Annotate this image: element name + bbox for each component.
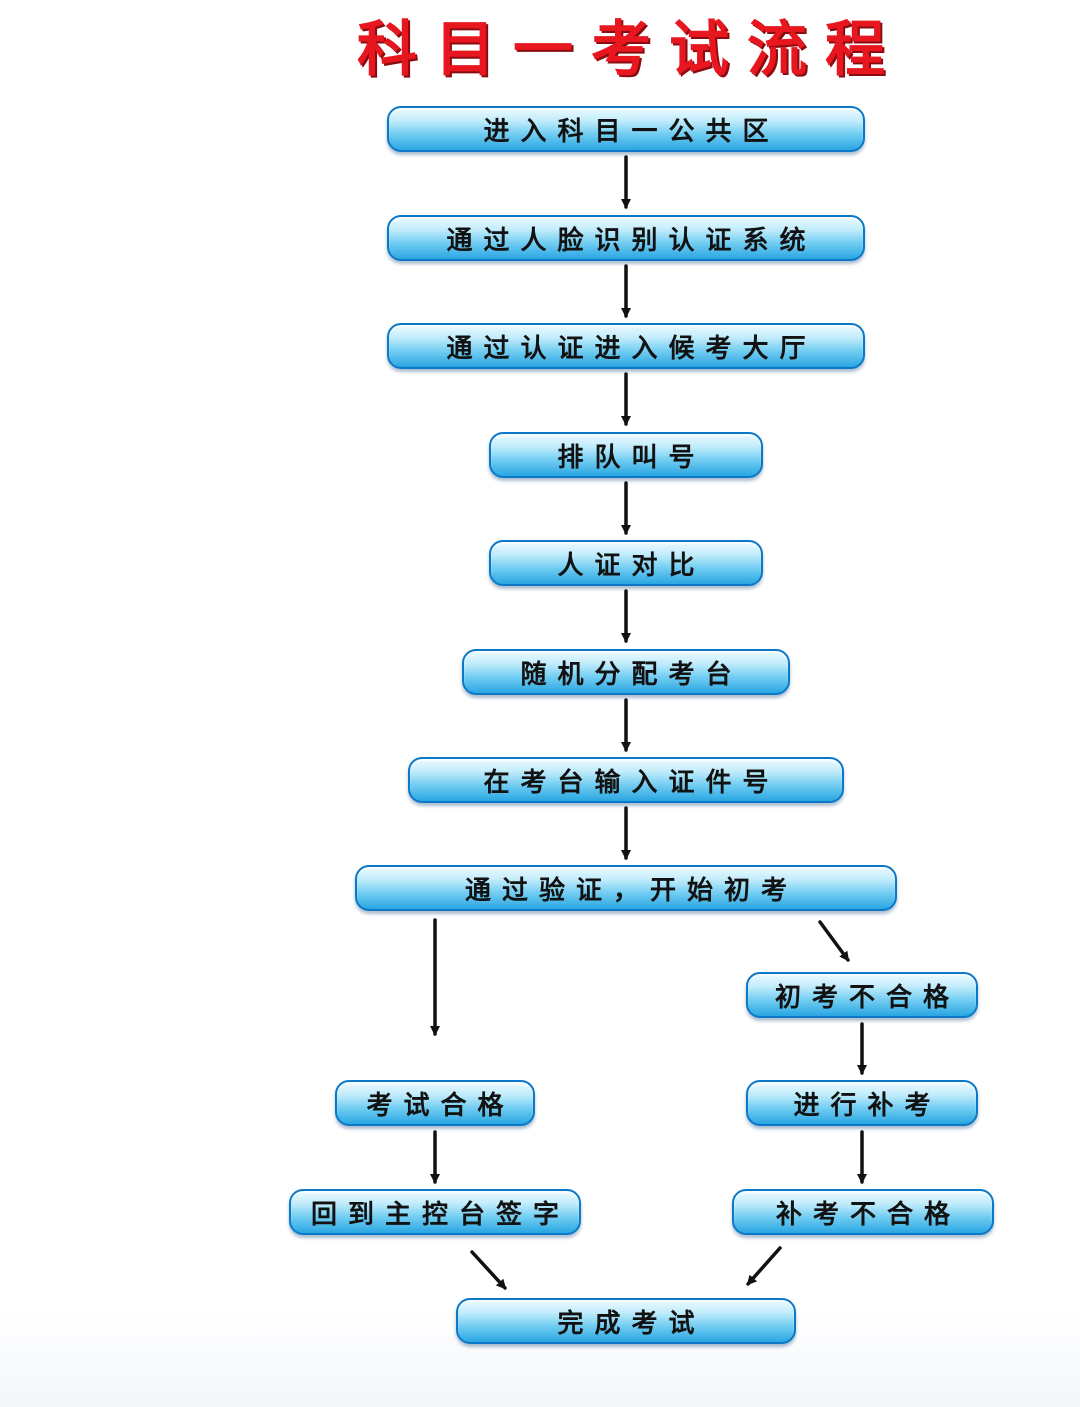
step-enter-id-number: 在考台输入证件号 [408,757,844,803]
step-retake-exam: 进行补考 [746,1080,978,1126]
step-assign-station: 随机分配考台 [462,649,790,695]
step-label: 进入科目一公共区 [483,116,780,147]
arrow-n8-to-n9 [818,920,850,962]
step-exam-passed: 考试合格 [335,1080,535,1126]
flowchart-title: 科目一考试流程 [357,15,903,85]
step-face-recognition: 通过人脸识别认证系统 [387,215,865,261]
arrow-n12-to-n14 [470,1250,507,1290]
step-label: 人证对比 [557,550,706,581]
step-label: 考试合格 [366,1090,515,1121]
step-label: 回到主控台签字 [310,1199,570,1230]
step-retake-failed: 补考不合格 [732,1189,994,1235]
step-label: 通过人脸识别认证系统 [446,225,817,256]
step-id-comparison: 人证对比 [489,540,763,586]
step-label: 进行补考 [793,1090,942,1121]
step-label: 通过认证进入候考大厅 [446,333,817,364]
step-label: 随机分配考台 [520,659,743,690]
step-label: 完成考试 [557,1308,706,1339]
step-label: 排队叫号 [557,442,706,473]
step-queue-call: 排队叫号 [489,432,763,478]
step-sign-at-console: 回到主控台签字 [289,1189,581,1235]
step-label: 通过验证，开始初考 [464,875,798,906]
step-first-exam-failed: 初考不合格 [746,972,978,1018]
step-label: 初考不合格 [774,982,960,1013]
step-enter-waiting-hall: 通过认证进入候考大厅 [387,323,865,369]
step-enter-public-area: 进入科目一公共区 [387,106,865,152]
step-label: 补考不合格 [775,1199,961,1230]
step-exam-complete: 完成考试 [456,1298,796,1344]
step-label: 在考台输入证件号 [483,767,780,798]
arrow-n13-to-n14 [746,1246,782,1286]
step-start-first-exam: 通过验证，开始初考 [355,865,897,911]
